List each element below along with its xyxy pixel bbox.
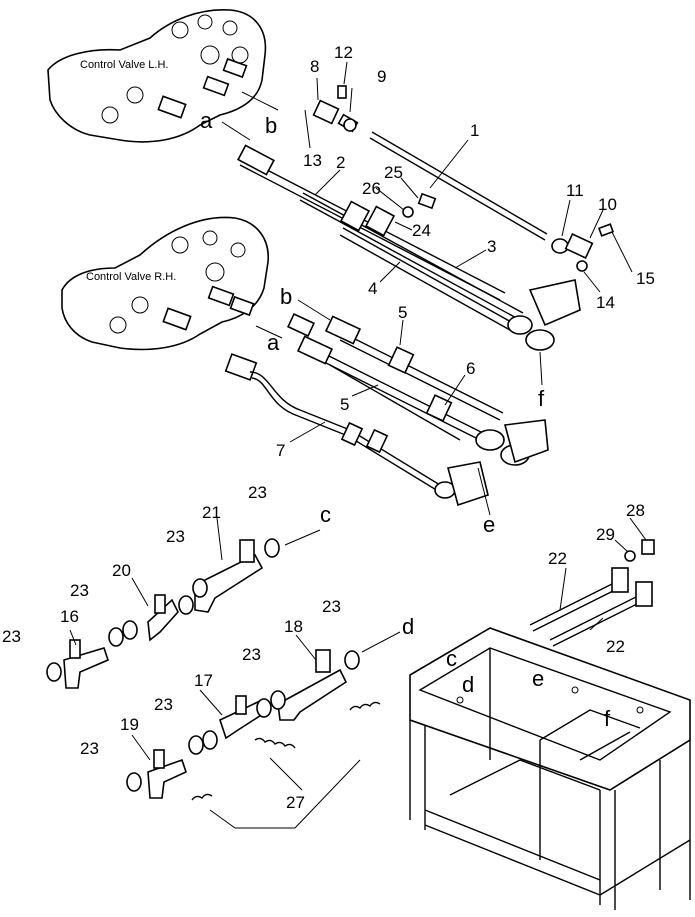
letter-b-upper: b	[265, 113, 277, 138]
letter-b-lower: b	[280, 284, 292, 309]
letter-a-upper: a	[200, 108, 213, 133]
label-16: 16	[60, 607, 79, 626]
label-4: 4	[368, 279, 377, 298]
label-15: 15	[636, 269, 655, 288]
label-5-upper: 5	[398, 303, 407, 322]
label-26: 26	[362, 179, 381, 198]
rod-assembly-lower	[224, 312, 549, 507]
label-23-a: 23	[248, 483, 267, 502]
rod-assembly-upper	[237, 85, 615, 351]
control-valve-lh	[47, 9, 267, 143]
lever-assembly	[46, 538, 381, 829]
label-12: 12	[334, 43, 353, 62]
label-23-d: 23	[2, 627, 21, 646]
label-20: 20	[112, 561, 131, 580]
label-22-lower: 22	[606, 637, 625, 656]
letter-c: c	[320, 502, 331, 527]
label-8: 8	[310, 57, 319, 76]
connection-letters: a b b a c d e f c d e f	[200, 108, 611, 731]
label-2: 2	[336, 153, 345, 172]
letter-e-frame: e	[532, 666, 544, 691]
label-22-upper: 22	[548, 549, 567, 568]
control-valve-lh-label: Control Valve L.H.	[80, 59, 168, 71]
label-23-b: 23	[166, 527, 185, 546]
label-25: 25	[384, 163, 403, 182]
label-9: 9	[377, 67, 386, 86]
leader-lines	[69, 61, 647, 791]
label-11: 11	[566, 181, 584, 200]
label-1: 1	[470, 121, 479, 140]
label-7: 7	[276, 441, 285, 460]
label-6: 6	[466, 359, 475, 378]
control-valve-rh-label: Control Valve R.H.	[86, 271, 176, 283]
letter-d: d	[402, 614, 414, 639]
letter-a-lower: a	[267, 330, 280, 355]
label-5-lower: 5	[340, 395, 349, 414]
part-numbers: 1 2 3 4 5 5 6 7 8 9 10 11 12 13 14 15 16…	[2, 43, 655, 812]
label-28: 28	[626, 501, 645, 520]
label-23-f: 23	[242, 645, 261, 664]
letter-e: e	[483, 512, 495, 537]
label-24: 24	[412, 221, 431, 240]
letter-f-frame: f	[604, 706, 611, 731]
label-3: 3	[487, 237, 496, 256]
label-23-h: 23	[80, 739, 99, 758]
label-17: 17	[194, 671, 213, 690]
label-23-g: 23	[154, 695, 173, 714]
letter-f: f	[538, 386, 545, 411]
control-valve-rh	[61, 216, 269, 351]
label-14: 14	[596, 293, 615, 312]
label-19: 19	[120, 715, 139, 734]
label-29: 29	[596, 525, 615, 544]
label-23-e: 23	[322, 597, 341, 616]
letter-d-frame: d	[462, 672, 474, 697]
letter-c-frame: c	[446, 646, 457, 671]
label-10: 10	[598, 195, 617, 214]
label-23-c: 23	[70, 581, 89, 600]
label-21: 21	[202, 503, 221, 522]
label-27: 27	[286, 793, 305, 812]
frame	[409, 539, 691, 910]
label-13: 13	[303, 151, 322, 170]
label-18: 18	[284, 617, 303, 636]
